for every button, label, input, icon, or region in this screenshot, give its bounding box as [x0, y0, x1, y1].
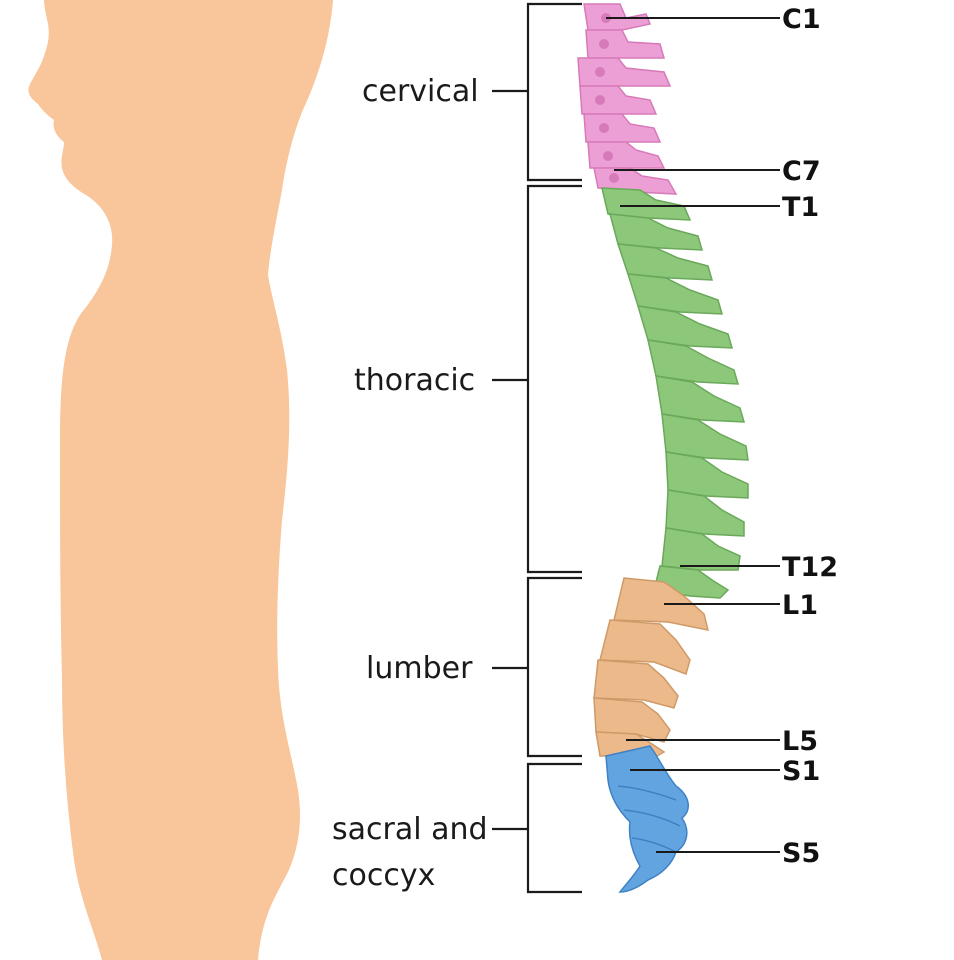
thoracic-vertebrae	[601, 187, 749, 599]
label-s5: S5	[782, 838, 820, 869]
label-lumbar: lumber	[366, 651, 473, 686]
vertebra-c4	[579, 85, 658, 115]
cervical-vertebrae	[577, 3, 678, 195]
label-cervical: cervical	[362, 74, 479, 109]
label-c7: C7	[782, 156, 821, 187]
sacrum-coccyx	[605, 745, 689, 893]
vertebra-c5	[583, 113, 662, 143]
bracket-cervical	[492, 2, 582, 182]
lumbar-vertebrae	[593, 577, 710, 761]
label-c1: C1	[782, 4, 821, 35]
label-l5: L5	[782, 726, 818, 757]
bracket-lumbar	[492, 576, 582, 758]
vertebra-c3	[577, 57, 672, 87]
body-silhouette	[28, 0, 333, 960]
vertebra-c6	[587, 141, 666, 169]
bracket-thoracic	[492, 184, 582, 574]
label-sacral-line2: coccyx	[332, 858, 435, 893]
label-t12: T12	[782, 552, 838, 583]
vertebra-c2	[585, 29, 665, 59]
bracket-sacral	[492, 762, 582, 894]
label-l1: L1	[782, 590, 818, 621]
leader-lines	[606, 17, 780, 853]
label-sacral-line1: sacral and	[332, 812, 488, 847]
label-t1: T1	[782, 192, 819, 223]
sacrum	[605, 745, 689, 893]
label-s1: S1	[782, 756, 820, 787]
label-thoracic: thoracic	[354, 363, 475, 398]
